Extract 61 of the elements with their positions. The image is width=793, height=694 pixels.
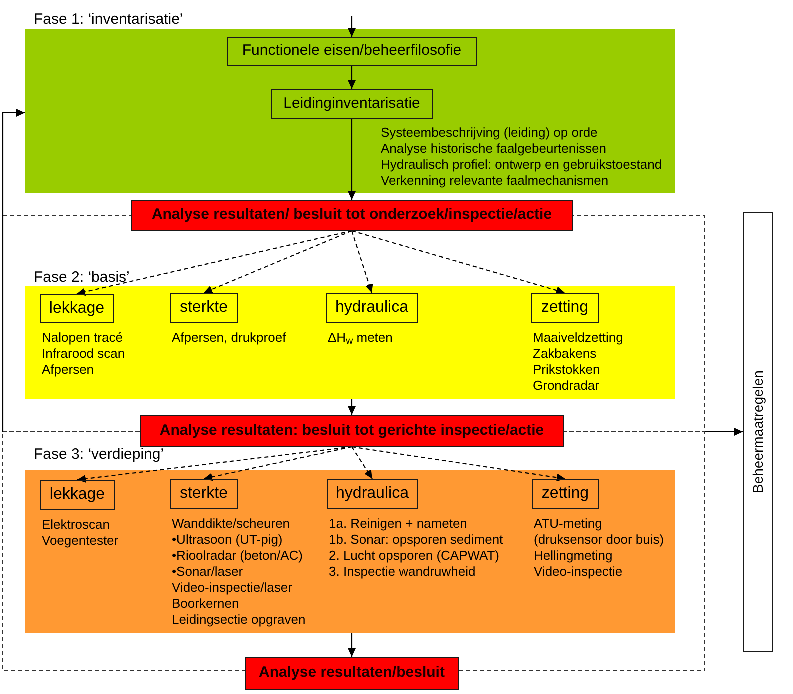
method-text: ATU-meting [534,516,604,532]
arrow [348,16,356,37]
dashed-arrow [352,230,566,294]
decision-box: Analyse resultaten/ besluit tot onderzoek/inspectie/actie [131,200,573,231]
process-box: Functionele eisen/beheerfilosofie [227,37,477,66]
method-text: Grondradar [533,378,600,394]
arrow [348,399,356,415]
method-text: Nalopen tracé [42,330,124,346]
method-text: ΔH$_{w}$ meten [328,330,393,346]
dashed-arrow [352,446,373,480]
method-text: Leidingsectie opgraven [172,612,306,628]
category-box: lekkage [40,480,115,510]
arrow [705,428,743,436]
category-box: zetting [531,293,599,323]
arrow [348,119,356,200]
step-text: Hydraulisch profiel: ontwerp en gebruikstoestand [381,157,662,173]
phase-heading: Fase 2: ‘basis’ [34,269,130,286]
method-text: Elektroscan [42,517,111,533]
decision-box: Analyse resultaten/besluit [245,657,459,690]
category-box: sterkte [170,293,238,323]
method-text: 1a. Reinigen + nameten [329,516,468,532]
method-text: 3. Inspectie wandruwheid [329,564,477,580]
category-box: hydraulica [326,293,418,323]
step-text: Systeembeschrijving (leiding) op orde [381,125,599,141]
method-text: Afpersen, drukproef [172,330,286,346]
method-text: Video-inspectie [534,564,624,580]
category-box: sterkte [170,479,238,509]
method-text: Maaiveldzetting [533,330,624,346]
step-text: Analyse historische faalgebeurtenissen [381,141,608,157]
dashed-arrow [351,230,374,294]
method-text: Zakbakens [533,346,598,362]
process-box: Leidinginventarisatie [271,89,433,119]
dashed-arrow [204,446,352,482]
dashed-arrow [76,230,352,296]
method-text: 2. Lucht opsporen (CAPWAT) [329,548,501,564]
side-box: Beheermaatregelen [743,212,773,652]
method-text: •Ultrasoon (UT-pig) [172,532,284,548]
category-box: lekkage [40,294,114,323]
method-text: Video-inspectie/laser [172,580,294,596]
dashed-arrow [204,230,352,294]
decision-box: Analyse resultaten: besluit tot gerichte inspectie/actie [140,415,564,447]
method-text: Voegentester [42,533,119,549]
phase-heading: Fase 1: ‘inventarisatie’ [34,11,184,28]
method-text: Wanddikte/scheuren [172,516,292,532]
dashed-arrow [352,446,566,482]
method-text: Prikstokken [533,362,602,378]
method-text: Boorkernen [172,596,240,612]
category-box: zetting [532,479,599,509]
arrow [348,633,356,657]
method-text: (druksensor door buis) [534,532,664,548]
arrow [348,66,356,89]
method-text: Infrarood scan [42,346,126,362]
step-text: Verkenning relevante faalmechanismen [381,173,610,189]
method-text: Afpersen [42,362,96,378]
arrow [2,109,25,432]
method-text: 1b. Sonar: opsporen sediment [329,532,504,548]
phase-heading: Fase 3: ‘verdieping’ [34,446,164,463]
method-text: •Rioolradar (beton/AC) [172,548,304,564]
category-box: hydraulica [327,479,418,509]
method-text: •Sonar/laser [172,564,244,580]
method-text: Hellingmeting [534,548,614,564]
